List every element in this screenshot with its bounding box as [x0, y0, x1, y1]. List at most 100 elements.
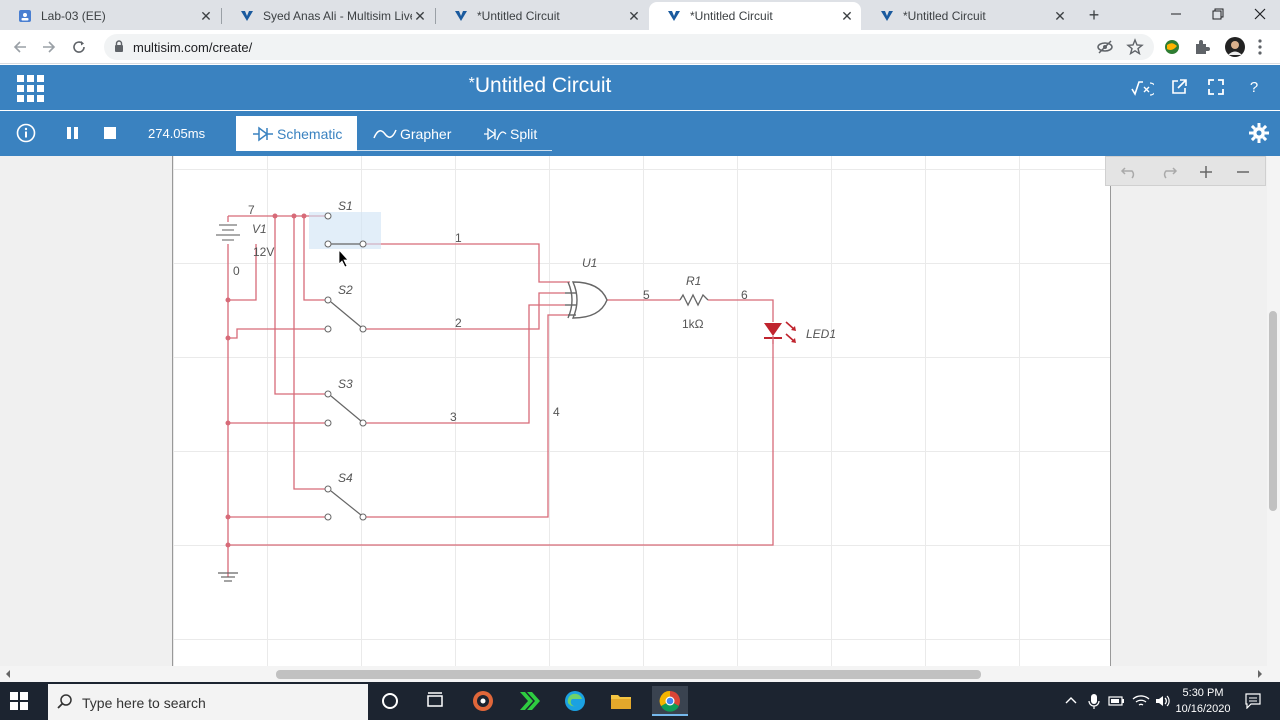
resistor-value-label: 1kΩ: [682, 317, 704, 331]
back-button[interactable]: [8, 36, 32, 58]
browser-tab-2[interactable]: Syed Anas Ali - Multisim Live ✕: [222, 2, 434, 30]
tab-grapher[interactable]: Grapher: [367, 116, 457, 151]
close-icon[interactable]: ✕: [200, 8, 212, 24]
info-icon[interactable]: [16, 123, 36, 143]
switch-contacts[interactable]: [324, 212, 367, 521]
chrome-taskbar-icon[interactable]: [652, 686, 688, 716]
redo-icon[interactable]: [1156, 161, 1180, 183]
media-player-icon[interactable]: [468, 686, 498, 716]
tracking-blocked-icon[interactable]: [1096, 38, 1114, 56]
tab-label: *Untitled Circuit: [477, 9, 560, 23]
close-icon[interactable]: ✕: [841, 8, 853, 24]
browser-tab-3[interactable]: *Untitled Circuit ✕: [436, 2, 648, 30]
switch-label-s3: S3: [338, 377, 353, 391]
tray-chevron-icon[interactable]: [1064, 694, 1078, 709]
lock-icon: [114, 40, 124, 58]
url-field[interactable]: multisim.com/create/: [104, 34, 1154, 60]
browser-tab-4[interactable]: *Untitled Circuit ✕: [649, 2, 861, 30]
browser-menu-icon[interactable]: [1257, 38, 1275, 56]
close-icon[interactable]: ✕: [628, 8, 640, 24]
net-label: 1: [455, 231, 462, 245]
multisim-icon: [454, 9, 468, 23]
source-value-label: 12V: [253, 245, 274, 259]
help-icon[interactable]: ?: [1249, 79, 1259, 96]
volume-icon[interactable]: [1154, 694, 1172, 711]
vertical-scroll-thumb[interactable]: [1269, 311, 1277, 511]
switch-label-s2: S2: [338, 283, 353, 297]
file-explorer-icon[interactable]: [606, 686, 636, 716]
pause-icon[interactable]: [63, 123, 83, 143]
wires: [227, 215, 774, 577]
settings-gear-icon[interactable]: [1249, 123, 1269, 143]
search-placeholder: Type here to search: [82, 695, 206, 711]
schematic-drawing[interactable]: V1 12V S1 S2 S3 S4 U1 R1 1kΩ LED1 7 0 1 …: [0, 156, 1280, 666]
forward-button[interactable]: [37, 36, 61, 58]
mouse-cursor-icon: [338, 248, 349, 268]
bookmark-star-icon[interactable]: [1126, 38, 1144, 56]
tab-label: *Untitled Circuit: [903, 9, 986, 23]
zoom-out-icon[interactable]: [1231, 161, 1255, 183]
undo-icon[interactable]: [1118, 161, 1142, 183]
net-label: 4: [553, 405, 560, 419]
scroll-right-icon[interactable]: [1256, 669, 1264, 679]
profile-avatar[interactable]: [1224, 36, 1246, 58]
workspace: V1 12V S1 S2 S3 S4 U1 R1 1kΩ LED1 7 0 1 …: [0, 156, 1280, 666]
window-close-button[interactable]: [1238, 0, 1280, 28]
close-icon[interactable]: ✕: [414, 8, 426, 24]
tab-label: Grapher: [400, 125, 452, 142]
green-arrows-app-icon[interactable]: [514, 686, 544, 716]
reload-button[interactable]: [67, 36, 91, 58]
clock-time: 5:30 PM: [1182, 687, 1224, 699]
horizontal-scroll-thumb[interactable]: [276, 670, 981, 679]
edge-browser-icon[interactable]: [560, 686, 590, 716]
windows-start-icon[interactable]: [10, 692, 28, 715]
tab-underline: [357, 150, 552, 151]
edit-toolbar: [1105, 156, 1266, 186]
led-symbol[interactable]: [764, 321, 796, 344]
taskbar-clock[interactable]: 5:30 PM 10/16/2020: [1168, 685, 1238, 717]
tab-split[interactable]: Split: [477, 116, 543, 151]
page-title[interactable]: *Untitled Circuit: [0, 74, 1080, 98]
battery-symbol[interactable]: [216, 224, 240, 241]
split-view-icon: [484, 127, 507, 140]
browser-tab-5[interactable]: *Untitled Circuit ✕: [862, 2, 1074, 30]
scroll-left-icon[interactable]: [4, 669, 12, 679]
new-tab-button[interactable]: +: [1088, 5, 1100, 25]
tab-label: Syed Anas Ali - Multisim Live: [263, 9, 412, 23]
browser-tab-1[interactable]: Lab-03 (EE) ✕: [0, 2, 220, 30]
extensions-puzzle-icon[interactable]: [1193, 38, 1211, 56]
app-menu-grid-icon[interactable]: [17, 75, 44, 102]
tab-divider: [435, 8, 436, 24]
extension-globe-icon[interactable]: [1163, 38, 1181, 56]
cortana-icon[interactable]: [375, 686, 405, 716]
tab-label: Lab-03 (EE): [41, 9, 106, 23]
wifi-icon[interactable]: [1132, 694, 1150, 711]
search-icon: [57, 694, 72, 709]
junction-dots: [225, 213, 307, 548]
switch-levers: [330, 243, 362, 516]
address-bar: multisim.com/create/: [0, 30, 1280, 64]
stop-icon[interactable]: [101, 123, 121, 143]
selection-highlight: [309, 212, 381, 249]
notifications-icon[interactable]: [1245, 693, 1261, 712]
net-label: 2: [455, 316, 462, 330]
source-name-label: V1: [252, 222, 267, 236]
horizontal-scrollbar[interactable]: [0, 666, 1280, 682]
minimize-button[interactable]: [1154, 0, 1198, 28]
fullscreen-icon[interactable]: [1206, 78, 1226, 98]
battery-icon[interactable]: [1108, 694, 1126, 711]
microphone-icon[interactable]: [1088, 694, 1100, 713]
math-function-icon[interactable]: [1130, 78, 1157, 98]
tab-schematic[interactable]: Schematic: [236, 116, 357, 151]
restore-button[interactable]: [1196, 0, 1240, 28]
vertical-scrollbar[interactable]: [1267, 156, 1280, 666]
clock-date: 10/16/2020: [1175, 703, 1231, 715]
resistor-symbol[interactable]: [679, 293, 709, 307]
zoom-in-icon[interactable]: [1194, 161, 1218, 183]
share-icon[interactable]: [1169, 78, 1189, 98]
task-view-icon[interactable]: [420, 686, 450, 716]
close-icon[interactable]: ✕: [1054, 8, 1066, 24]
taskbar-search-box[interactable]: Type here to search: [48, 684, 368, 720]
simulation-toolbar: 274.05ms Schematic Grapher Split: [0, 111, 1280, 156]
xor-gate[interactable]: [565, 281, 608, 319]
